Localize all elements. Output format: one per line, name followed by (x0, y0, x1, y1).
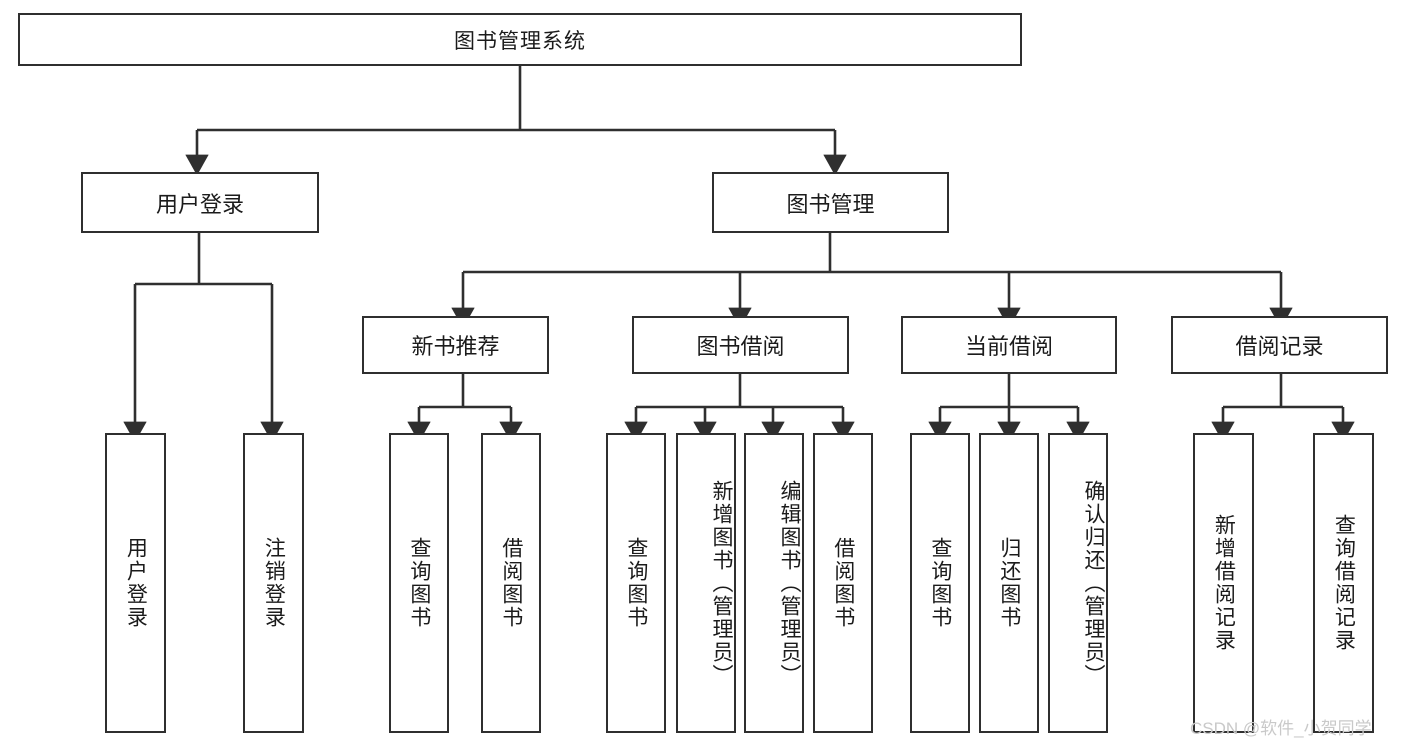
leaf-borrow-add-book-admin[interactable]: 新增图书（管理员） (676, 433, 736, 733)
leaf-new-book-query[interactable]: 查询图书 (389, 433, 449, 733)
leaf-label: 查询图书 (928, 537, 952, 629)
node-current-borrow-label: 当前借阅 (964, 334, 1053, 359)
watermark: CSDN @软件_小贺同学 (1190, 719, 1372, 738)
leaf-borrow-query-book[interactable]: 查询图书 (606, 433, 666, 733)
leaf-record-query[interactable]: 查询借阅记录 (1313, 433, 1374, 733)
leaf-label: 编辑图书（管理员） (778, 479, 801, 687)
node-borrow-record[interactable]: 借阅记录 (1171, 316, 1388, 374)
leaf-label: 注销登录 (262, 537, 286, 629)
leaf-label: 确认归还（管理员） (1082, 479, 1105, 687)
node-user-login-label: 用户登录 (155, 191, 244, 217)
leaf-label: 查询图书 (407, 537, 431, 629)
node-root[interactable]: 图书管理系统 (18, 13, 1022, 66)
leaf-label: 借阅图书 (499, 537, 523, 629)
leaf-current-query-book[interactable]: 查询图书 (910, 433, 970, 733)
node-new-book-recommend-label: 新书推荐 (411, 334, 500, 359)
node-user-login[interactable]: 用户登录 (81, 172, 319, 233)
leaf-label: 用户登录 (124, 537, 148, 629)
node-book-borrow-label: 图书借阅 (696, 334, 785, 359)
leaf-label: 新增借阅记录 (1212, 514, 1236, 652)
leaf-user-login-login[interactable]: 用户登录 (105, 433, 166, 733)
leaf-current-confirm-return-admin[interactable]: 确认归还（管理员） (1048, 433, 1108, 733)
leaf-user-login-logout[interactable]: 注销登录 (243, 433, 304, 733)
leaf-borrow-borrow-book[interactable]: 借阅图书 (813, 433, 873, 733)
node-book-borrow[interactable]: 图书借阅 (632, 316, 849, 374)
node-current-borrow[interactable]: 当前借阅 (901, 316, 1117, 374)
node-book-management[interactable]: 图书管理 (712, 172, 949, 233)
leaf-borrow-edit-book-admin[interactable]: 编辑图书（管理员） (744, 433, 804, 733)
leaf-current-return-book[interactable]: 归还图书 (979, 433, 1039, 733)
leaf-new-book-borrow[interactable]: 借阅图书 (481, 433, 541, 733)
leaf-label: 查询借阅记录 (1332, 514, 1356, 652)
node-root-label: 图书管理系统 (454, 29, 586, 53)
leaf-label: 新增图书（管理员） (710, 479, 733, 687)
leaf-label: 查询图书 (624, 537, 648, 629)
leaf-label: 借阅图书 (831, 537, 855, 629)
node-borrow-record-label: 借阅记录 (1235, 334, 1324, 359)
leaf-record-add[interactable]: 新增借阅记录 (1193, 433, 1254, 733)
node-book-management-label: 图书管理 (786, 191, 875, 217)
leaf-label: 归还图书 (997, 537, 1021, 629)
node-new-book-recommend[interactable]: 新书推荐 (362, 316, 549, 374)
